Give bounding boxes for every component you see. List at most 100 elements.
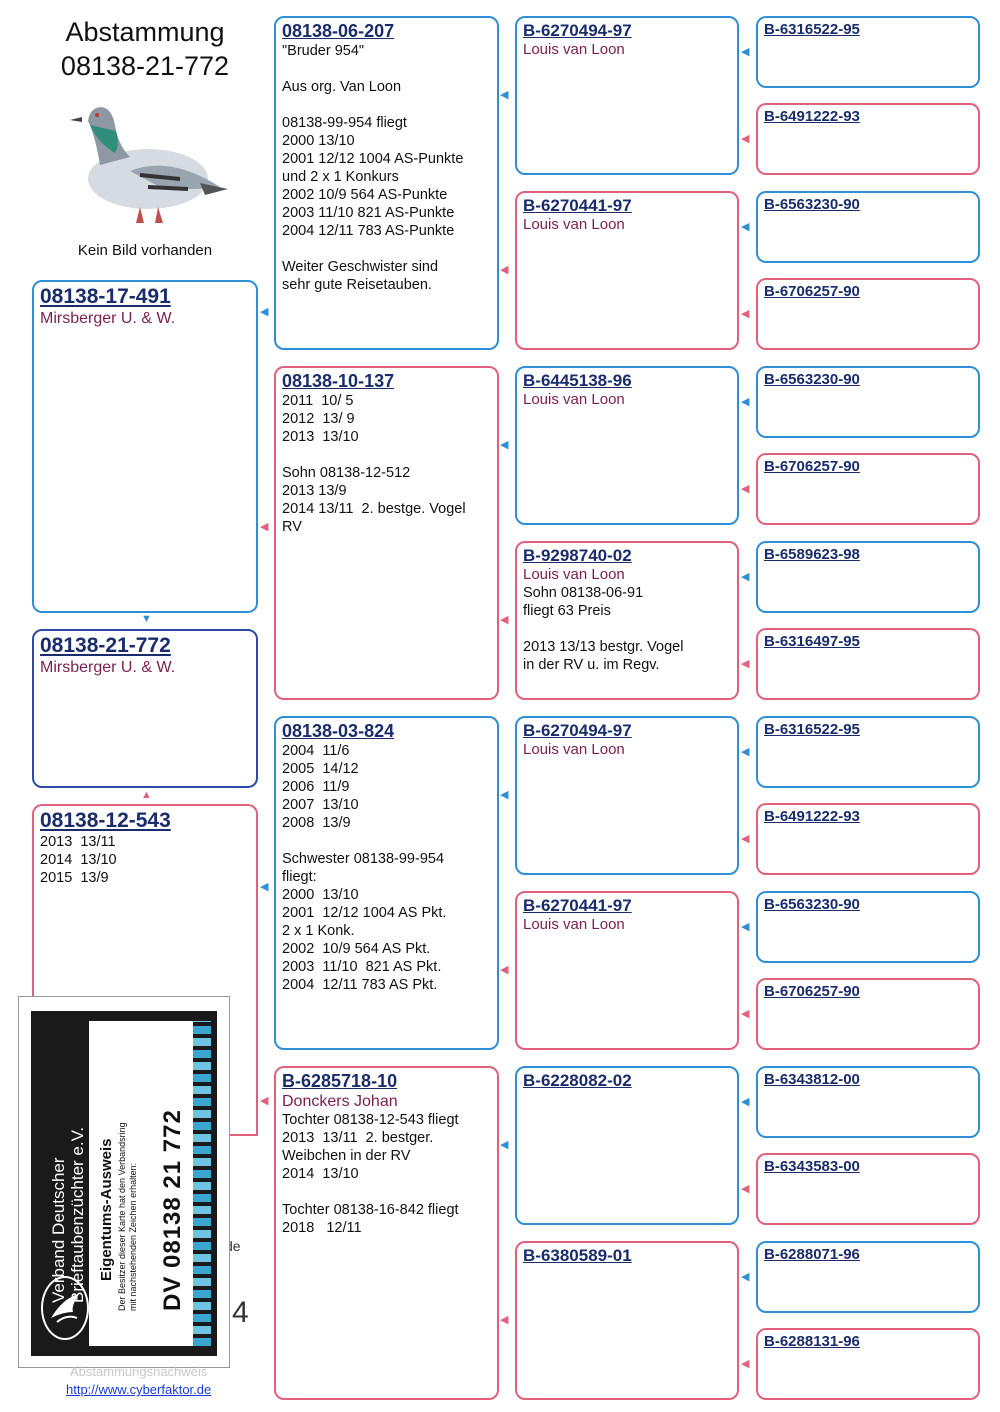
arrow-left-icon: ◀	[741, 1097, 749, 1108]
great-grandparent-box: B-6270494-97 Louis van Loon	[515, 716, 739, 875]
gen4-ring: B-6343583-00	[764, 1158, 972, 1175]
arrow-left-icon: ◀	[741, 572, 749, 583]
gen4-ring: B-6491222-93	[764, 808, 972, 825]
card-pattern	[193, 1021, 211, 1346]
arrow-left-icon: ◀	[741, 397, 749, 408]
grandparent-text: 2011 10/ 5 2012 13/ 9 2013 13/10 Sohn 08…	[282, 392, 491, 536]
arrow-left-icon: ◀	[741, 659, 749, 670]
arrow-left-icon: ◀	[500, 265, 508, 276]
arrow-left-icon: ◀	[741, 134, 749, 145]
gen4-ring: B-6706257-90	[764, 283, 972, 300]
father-box: 08138-17-491 Mirsberger U. & W.	[32, 280, 258, 613]
arrow-left-icon: ◀	[500, 790, 508, 801]
arrow-left-icon: ◀	[741, 922, 749, 933]
gen4-box: B-6706257-90	[756, 278, 980, 350]
mother-connector-right	[256, 1024, 258, 1136]
gen4-ring: B-6563230-90	[764, 196, 972, 213]
grandparent-owner: Donckers Johan	[282, 1092, 491, 1111]
arrow-left-icon: ◀	[500, 440, 508, 451]
subject-box: 08138-21-772 Mirsberger U. & W.	[32, 629, 258, 788]
great-grandparent-ring: B-6270441-97	[523, 896, 731, 916]
great-grandparent-box: B-6228082-02	[515, 1066, 739, 1225]
great-grandparent-box: B-6270494-97 Louis van Loon	[515, 16, 739, 175]
father-owner: Mirsberger U. & W.	[40, 309, 250, 328]
gen4-box: B-6589623-98	[756, 541, 980, 613]
great-grandparent-box: B-9298740-02 Louis van Loon Sohn 08138-0…	[515, 541, 739, 700]
title-line-1: Abstammung	[30, 15, 260, 49]
great-grandparent-ring: B-6270494-97	[523, 21, 731, 41]
gen4-box: B-6288071-96	[756, 1241, 980, 1313]
great-grandparent-text: Sohn 08138-06-91 fliegt 63 Preis 2013 13…	[523, 584, 731, 674]
arrow-left-icon: ◀	[741, 747, 749, 758]
gen4-ring: B-6706257-90	[764, 458, 972, 475]
arrow-left-icon: ◀	[500, 1140, 508, 1151]
gen4-ring: B-6589623-98	[764, 546, 972, 563]
grandparent-box: 08138-10-137 2011 10/ 5 2012 13/ 9 2013 …	[274, 366, 499, 700]
mother-box: 08138-12-543 2013 13/11 2014 13/10 2015 …	[32, 804, 258, 1024]
gen4-box: B-6706257-90	[756, 978, 980, 1050]
card-ring-number: DV 08138 21 772	[159, 1109, 187, 1311]
great-grandparent-ring: B-9298740-02	[523, 546, 731, 566]
arrow-left-icon: ◀	[741, 222, 749, 233]
arrow-left-icon: ◀	[741, 309, 749, 320]
gen4-ring: B-6316522-95	[764, 21, 972, 38]
gen4-ring: B-6706257-90	[764, 983, 972, 1000]
great-grandparent-ring: B-6270494-97	[523, 721, 731, 741]
great-grandparent-owner: Louis van Loon	[523, 391, 731, 409]
great-grandparent-box: B-6270441-97 Louis van Loon	[515, 191, 739, 350]
arrow-left-icon: ◀	[500, 1315, 508, 1326]
gen4-box: B-6316522-95	[756, 16, 980, 88]
gen4-ring: B-6316522-95	[764, 721, 972, 738]
gen4-box: B-6343583-00	[756, 1153, 980, 1225]
grandparent-box: 08138-03-824 2004 11/6 2005 14/12 2006 1…	[274, 716, 499, 1050]
gen4-box: B-6491222-93	[756, 103, 980, 175]
arrow-left-icon: ◀	[741, 1359, 749, 1370]
arrow-down-icon: ▼	[141, 614, 152, 625]
gen4-box: B-6563230-90	[756, 191, 980, 263]
gen4-ring: B-6563230-90	[764, 371, 972, 388]
father-ring: 08138-17-491	[40, 285, 250, 309]
mother-text: 2013 13/11 2014 13/10 2015 13/9	[40, 833, 250, 887]
grandparent-ring: 08138-03-824	[282, 721, 491, 742]
card-heading: Eigentums-Ausweis	[98, 1138, 115, 1281]
gen4-ring: B-6491222-93	[764, 108, 972, 125]
great-grandparent-ring: B-6228082-02	[523, 1071, 731, 1091]
gen4-ring: B-6316497-95	[764, 633, 972, 650]
arrow-left-icon: ◀	[260, 307, 268, 318]
arrow-left-icon: ◀	[500, 965, 508, 976]
grandparent-text: 2004 11/6 2005 14/12 2006 11/9 2007 13/1…	[282, 742, 491, 994]
gen4-ring: B-6343812-00	[764, 1071, 972, 1088]
card-org: Verband Deutscher Brieftaubenzüchter e.V…	[49, 1127, 87, 1303]
footer-faded-text: Abstammungsnachweis	[70, 1364, 207, 1379]
footer-link[interactable]: http://www.cyberfaktor.de	[66, 1382, 211, 1397]
photo-caption: Kein Bild vorhanden	[30, 242, 260, 259]
gen4-box: B-6706257-90	[756, 453, 980, 525]
gen4-box: B-6316497-95	[756, 628, 980, 700]
gen4-box: B-6491222-93	[756, 803, 980, 875]
stray-mark: 4	[232, 1296, 249, 1330]
grandparent-box: B-6285718-10 Donckers Johan Tochter 0813…	[274, 1066, 499, 1400]
card-subtext: Der Besitzer dieser Karte hat den Verban…	[117, 1122, 139, 1311]
great-grandparent-ring: B-6380589-01	[523, 1246, 731, 1266]
arrow-left-icon: ◀	[741, 1272, 749, 1283]
great-grandparent-owner: Louis van Loon	[523, 916, 731, 934]
grandparent-text: "Bruder 954" Aus org. Van Loon 08138-99-…	[282, 42, 491, 294]
pigeon-icon	[60, 95, 230, 235]
arrow-left-icon: ◀	[500, 615, 508, 626]
grandparent-ring: 08138-06-207	[282, 21, 491, 42]
arrow-left-icon: ◀	[741, 1184, 749, 1195]
subject-ring: 08138-21-772	[40, 634, 250, 658]
arrow-left-icon: ◀	[741, 1009, 749, 1020]
arrow-left-icon: ◀	[260, 1096, 268, 1107]
grandparent-ring: 08138-10-137	[282, 371, 491, 392]
great-grandparent-ring: B-6445138-96	[523, 371, 731, 391]
great-grandparent-owner: Louis van Loon	[523, 41, 731, 59]
ownership-card: Verband Deutscher Brieftaubenzüchter e.V…	[18, 996, 230, 1368]
gen4-box: B-6316522-95	[756, 716, 980, 788]
great-grandparent-owner: Louis van Loon	[523, 566, 731, 584]
gen4-box: B-6563230-90	[756, 366, 980, 438]
arrow-left-icon: ◀	[741, 834, 749, 845]
gen4-box: B-6288131-96	[756, 1328, 980, 1400]
great-grandparent-owner: Louis van Loon	[523, 216, 731, 234]
grandparent-ring: B-6285718-10	[282, 1071, 491, 1092]
